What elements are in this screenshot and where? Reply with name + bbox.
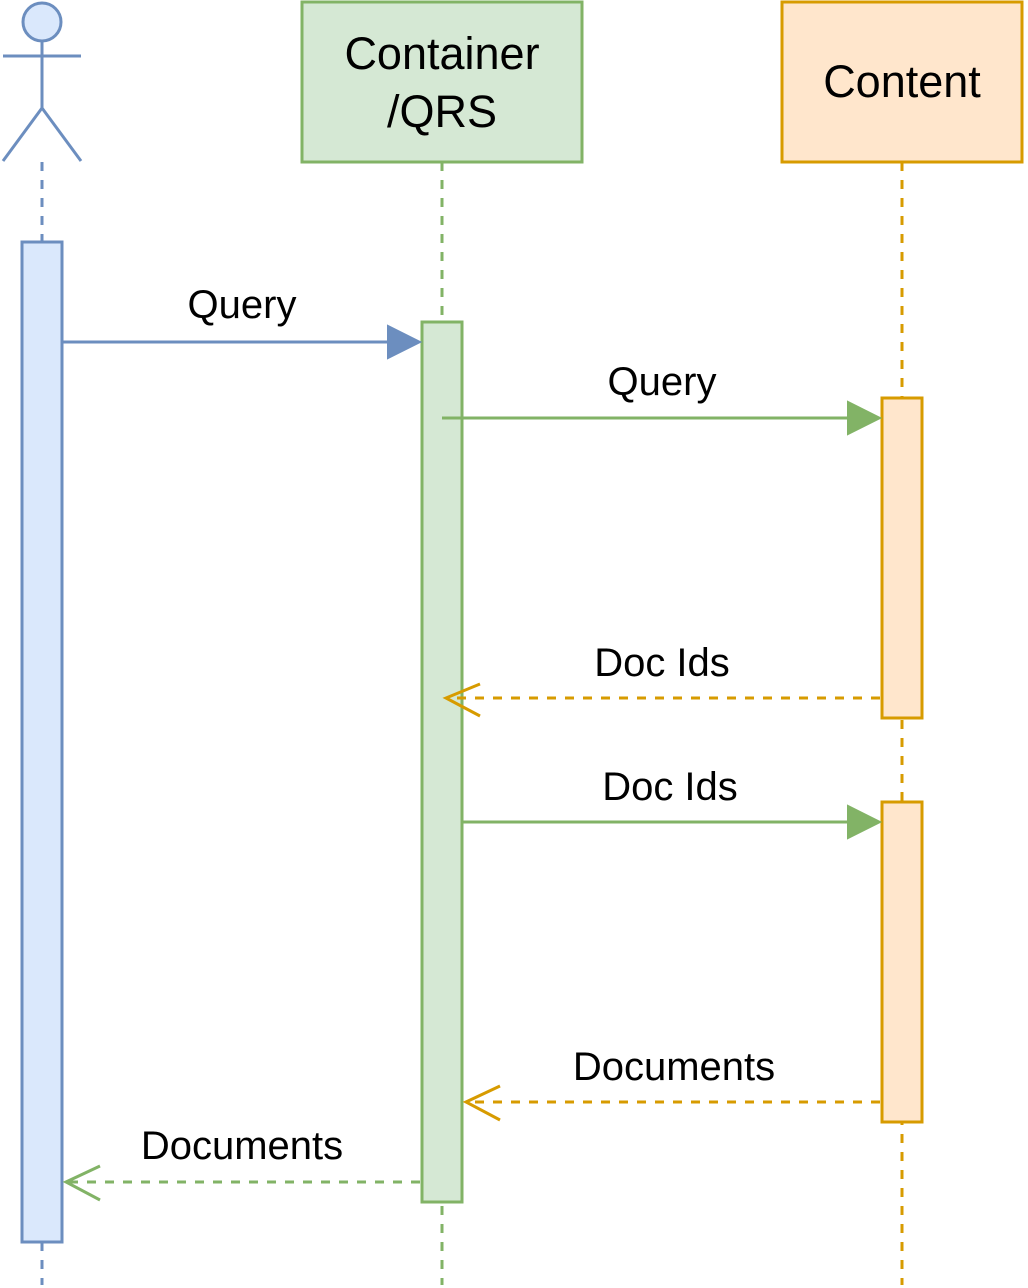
qrs-activation-bar	[420, 320, 464, 1204]
message-query-to-content: Query	[442, 360, 883, 436]
arrowhead-icon	[847, 804, 883, 840]
content-label: Content	[823, 56, 981, 107]
content-activation-bar-1	[880, 396, 924, 720]
arrowhead-icon	[847, 400, 883, 436]
stick-figure-actor-icon	[1, 1, 83, 162]
actor-activation-bar	[20, 240, 64, 1244]
message-doc-ids-to-content: Doc Ids	[462, 765, 883, 840]
message-label: Query	[608, 360, 717, 404]
open-arrowhead-icon	[442, 682, 481, 718]
container-qrs-label-line2: /QRS	[387, 86, 497, 137]
message-query-to-qrs: Query	[62, 283, 423, 360]
participant-content: Content	[780, 0, 1024, 164]
open-arrowhead-icon	[462, 1084, 501, 1122]
message-label: Query	[188, 283, 297, 327]
message-documents-return-to-actor: Documents	[62, 1124, 420, 1202]
message-label: Doc Ids	[594, 641, 730, 685]
message-label: Doc Ids	[602, 765, 738, 809]
participant-container-qrs: Container /QRS	[300, 0, 584, 164]
message-label: Documents	[141, 1124, 343, 1168]
open-arrowhead-icon	[62, 1164, 101, 1202]
message-label: Documents	[573, 1045, 775, 1089]
content-activation-bar-2	[880, 800, 924, 1124]
message-doc-ids-return: Doc Ids	[442, 641, 880, 718]
arrowhead-icon	[387, 324, 423, 360]
message-documents-return-to-qrs: Documents	[462, 1045, 880, 1122]
container-qrs-label-line1: Container	[344, 28, 539, 79]
